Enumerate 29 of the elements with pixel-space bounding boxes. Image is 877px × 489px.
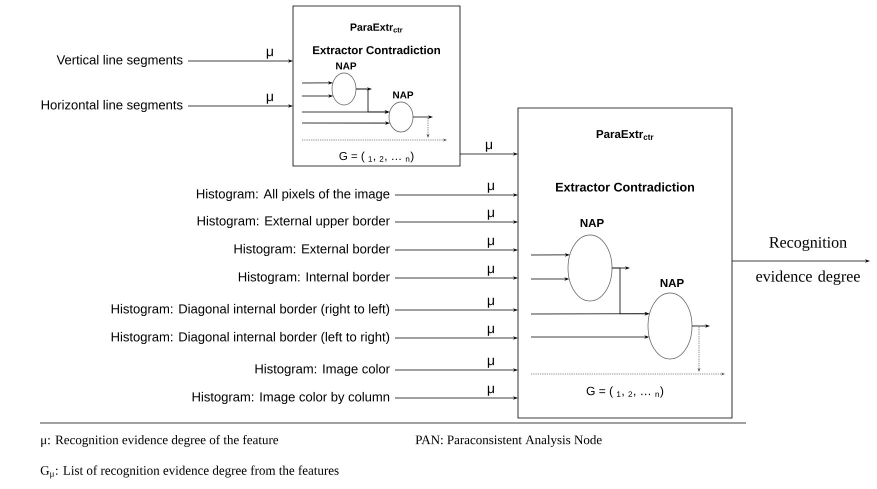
node-label: NAP [336, 62, 356, 70]
edge-label: μ [486, 296, 496, 309]
edge-label: μ [484, 140, 494, 153]
footnote-text: PAN: Paraconsistent Analysis Node [416, 435, 602, 447]
input-label: Vertical line segments [56, 54, 183, 68]
edge-label: μ [486, 356, 496, 369]
node-label: NAP [660, 279, 684, 287]
footnote-text: μ: Recognition evidence degree of the feature [41, 435, 278, 447]
input-label: Horizontal line segments [42, 100, 182, 112]
input-label: Histogram: Image color by column [192, 392, 390, 404]
edge-label: μ [486, 208, 496, 221]
node-label: NAP [580, 219, 604, 227]
input-label: Histogram: Internal border [238, 272, 390, 284]
node-label: NAP [393, 92, 414, 98]
input-label: Histogram: External upper border [198, 216, 390, 228]
input-label: Histogram: Diagonal internal border (right to left) [112, 304, 390, 316]
edge-label: μ [264, 48, 275, 60]
input-label: Histogram: Image color [256, 364, 390, 376]
edge-label: μ [264, 92, 275, 105]
edge-label: μ [486, 236, 496, 249]
edge-label: μ [486, 384, 496, 397]
input-label: Histogram: Diagonal internal border (left to right) [112, 332, 390, 344]
edge-label: Recognition evidence degree [756, 236, 860, 286]
input-label: Histogram: All pixels of the image [196, 188, 390, 202]
input-label: Histogram: External border [234, 244, 390, 256]
footnote-text: G$_{μ}$: List of recognition evidence degree from the features [40, 466, 339, 478]
edge-label: μ [486, 264, 496, 277]
edge-label: μ [486, 182, 496, 194]
edge-label: μ [486, 324, 496, 337]
